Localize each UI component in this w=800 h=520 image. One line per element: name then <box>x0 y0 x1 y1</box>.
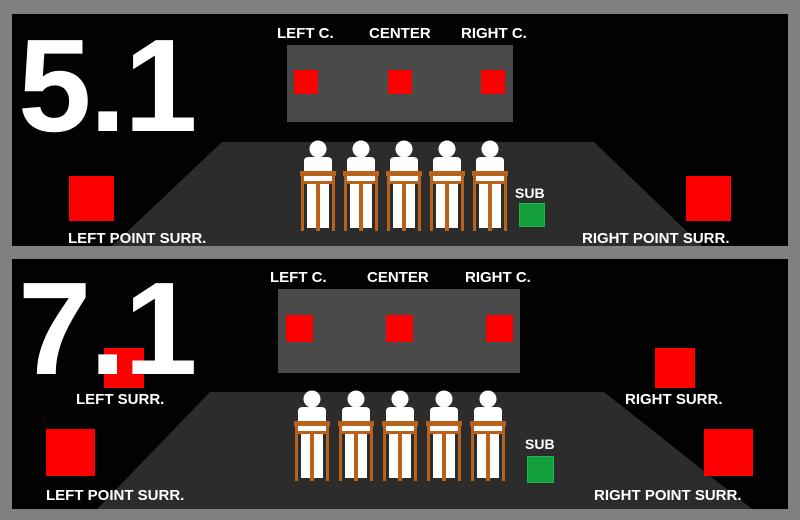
left-center-speaker <box>286 315 313 342</box>
center-label: CENTER <box>369 25 431 42</box>
right-center-speaker <box>481 70 505 94</box>
right-center-label: RIGHT C. <box>465 269 531 286</box>
right-point-surround-speaker <box>704 429 753 476</box>
config-title: 7.1 <box>18 259 197 402</box>
left-point-surround-speaker <box>69 176 114 221</box>
seated-person <box>294 390 330 481</box>
panel-5-1: 5.1 LEFT C. CENTER RIGHT C. SUB LEFT POI… <box>12 14 788 246</box>
left-center-label: LEFT C. <box>277 25 334 42</box>
left-surround-speaker <box>104 348 144 388</box>
right-surround-speaker <box>655 348 695 388</box>
seated-person <box>386 140 422 231</box>
audience-floor <box>97 392 752 509</box>
left-point-surround-speaker <box>46 429 95 476</box>
right-center-label: RIGHT C. <box>461 25 527 42</box>
left-center-label: LEFT C. <box>270 269 327 286</box>
right-center-speaker <box>486 315 513 342</box>
center-speaker <box>388 70 412 94</box>
subwoofer <box>519 203 545 227</box>
subwoofer <box>527 456 554 483</box>
seated-person <box>382 390 418 481</box>
panel-7-1: LEFT C. CENTER RIGHT C. 7.1 LEFT SURR. R… <box>12 259 788 509</box>
center-speaker <box>386 315 413 342</box>
left-point-surround-label: LEFT POINT SURR. <box>68 230 207 246</box>
seated-person <box>470 390 506 481</box>
right-point-surround-label: RIGHT POINT SURR. <box>582 230 730 246</box>
right-point-surround-speaker <box>686 176 731 221</box>
seated-person <box>300 140 336 231</box>
seated-person <box>426 390 462 481</box>
left-point-surround-label: LEFT POINT SURR. <box>46 487 185 504</box>
seated-person <box>429 140 465 231</box>
right-point-surround-label: RIGHT POINT SURR. <box>594 487 742 504</box>
left-surround-label: LEFT SURR. <box>76 391 165 408</box>
seated-person <box>343 140 379 231</box>
config-title: 5.1 <box>18 14 197 159</box>
right-surround-label: RIGHT SURR. <box>625 391 723 408</box>
sub-label: SUB <box>525 436 555 452</box>
left-center-speaker <box>294 70 318 94</box>
sub-label: SUB <box>515 185 545 201</box>
seated-person <box>472 140 508 231</box>
center-label: CENTER <box>367 269 429 286</box>
seated-person <box>338 390 374 481</box>
